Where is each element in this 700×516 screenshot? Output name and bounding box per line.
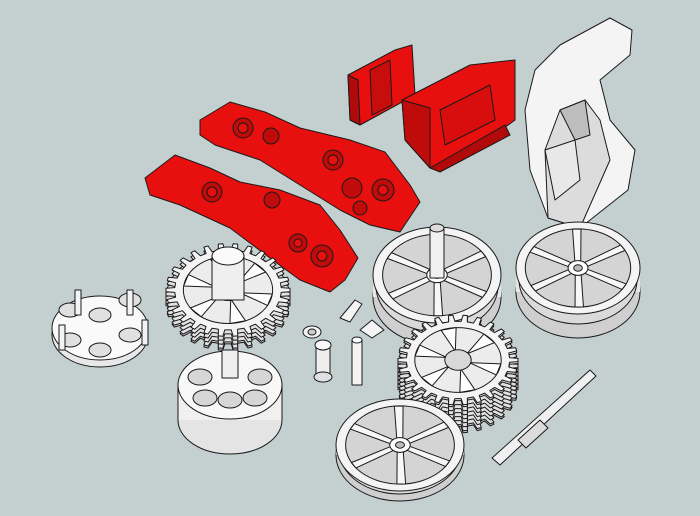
spur-gear-right	[397, 314, 519, 434]
pulley-wheel-right	[515, 221, 641, 339]
spur-gear-left	[165, 243, 291, 351]
red-plate-top	[199, 101, 421, 233]
white-curved-bracket	[524, 17, 636, 229]
flat-wheel-bottom	[335, 398, 465, 502]
long-shaft	[491, 369, 597, 466]
red-bracket-large	[401, 59, 516, 173]
small-hardware-parts	[302, 299, 385, 386]
four-post-base-part	[51, 289, 149, 368]
red-bracket-small	[347, 44, 416, 126]
cylinder-hub-part	[177, 349, 283, 455]
pulley-wheel-center	[372, 223, 502, 346]
red-plate-bottom	[144, 154, 363, 293]
